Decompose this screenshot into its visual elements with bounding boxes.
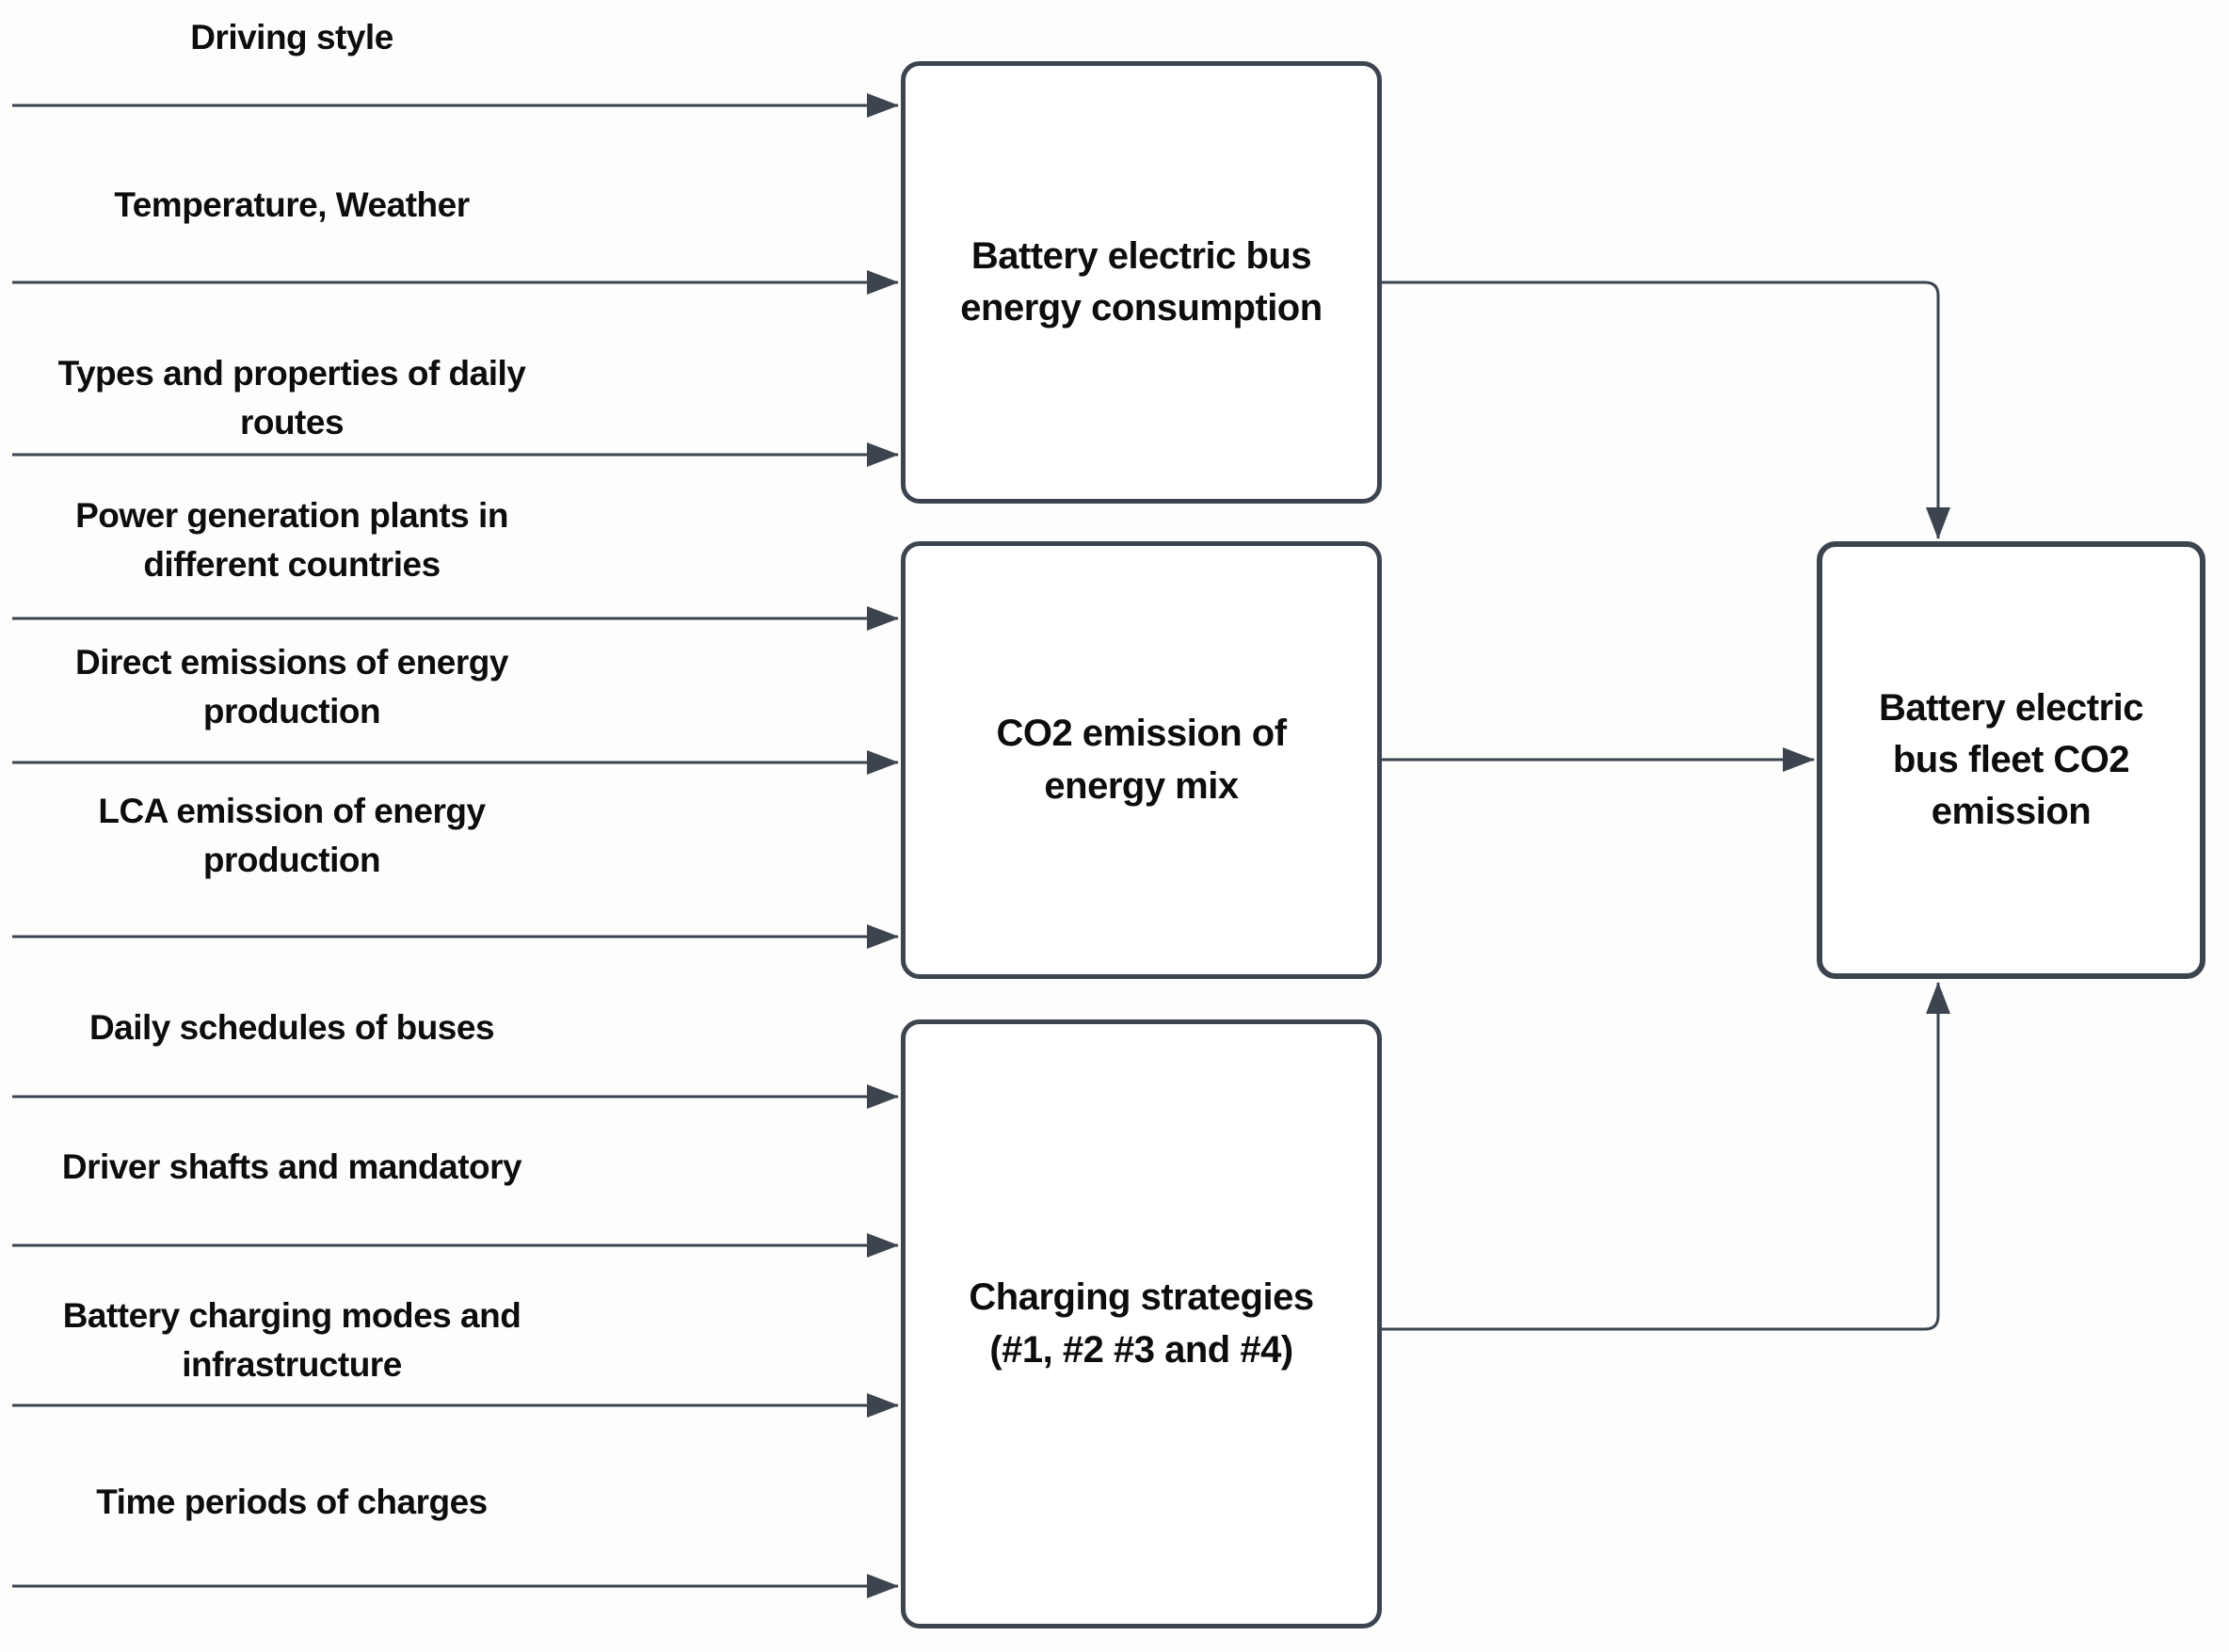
input-label-9: Time periods of charges — [96, 1483, 488, 1521]
node-co2-emission-of-energy-mix: CO2 emission of energy mix — [901, 541, 1382, 979]
input-label-3: Power generation plants in different cou… — [75, 496, 508, 584]
node-battery-electric-bus-fleet-co2-emission: Battery electric bus fleet CO2 emission — [1817, 541, 2205, 979]
input-label-0: Driving style — [190, 18, 393, 56]
node-battery-electric-bus-energy-consumption: Battery electric bus energy consumption — [901, 61, 1382, 504]
input-label-8: Battery charging modes and infrastructur… — [62, 1296, 521, 1384]
node-charging-strategies: Charging strategies (#1, #2 #3 and #4) — [901, 1019, 1382, 1628]
connector-energy_consumption-to-fleet_emission — [1382, 281, 1950, 539]
input-label-2: Types and properties of daily routes — [57, 354, 526, 441]
input-label-7: Driver shafts and mandatory — [61, 1147, 522, 1186]
input-label-4: Direct emissions of energy production — [75, 643, 508, 730]
input-label-6: Daily schedules of buses — [88, 1008, 495, 1047]
input-label-1: Temperature, Weather — [114, 185, 470, 224]
input-label-5: LCA emission of energy production — [98, 792, 486, 879]
connector-charging_strategies-to-fleet_emission — [1382, 982, 1950, 1331]
